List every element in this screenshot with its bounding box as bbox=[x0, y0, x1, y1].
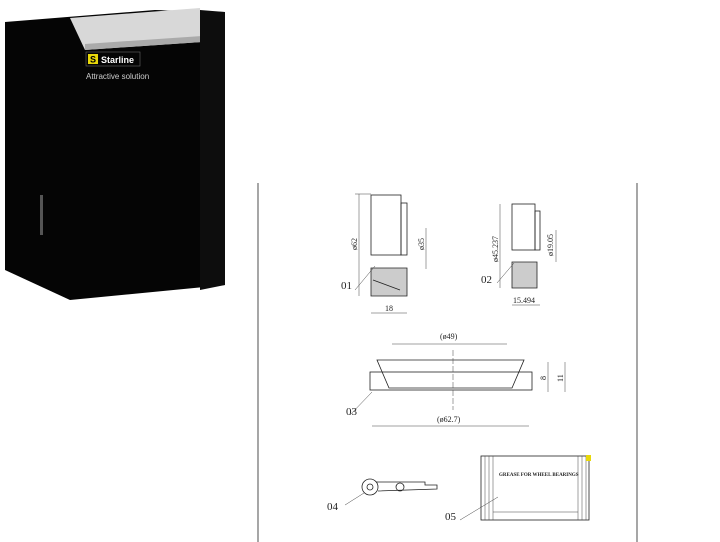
dim-label: ø19.05 bbox=[546, 234, 555, 256]
part-04-drawing: 04 bbox=[327, 478, 438, 513]
part-label: 05 bbox=[445, 511, 457, 523]
dim-label: 11 bbox=[556, 374, 565, 382]
part-02-drawing: ø45.237 ø19.05 15.494 02 bbox=[481, 203, 557, 306]
dim-label: (ø62.7) bbox=[437, 415, 461, 424]
dim-label: 15.494 bbox=[513, 296, 535, 305]
dim-label: ø62 bbox=[350, 238, 359, 250]
part-label: 01 bbox=[341, 280, 352, 292]
part-03-drawing: (ø49) (ø62.7) 11 8 03 bbox=[346, 332, 566, 427]
product-box: S Starline Attractive solution bbox=[5, 8, 225, 300]
starline-logo: S Starline bbox=[85, 51, 141, 67]
grease-label: GREASE FOR WHEEL BEARINGS bbox=[499, 473, 579, 478]
brand-tagline: Attractive solution bbox=[86, 72, 149, 81]
dim-label: ø35 bbox=[417, 238, 426, 250]
part-label: 04 bbox=[327, 501, 339, 513]
part-label: 02 bbox=[481, 274, 492, 286]
dim-label: ø45.237 bbox=[491, 236, 500, 262]
dim-label: (ø49) bbox=[440, 332, 458, 341]
part-01-drawing: ø62 ø35 18 01 bbox=[341, 193, 427, 314]
brand-name: Starline bbox=[101, 55, 134, 65]
svg-text:S: S bbox=[90, 55, 96, 65]
part-05-drawing: GREASE FOR WHEEL BEARINGS 05 bbox=[445, 455, 591, 523]
part-label: 03 bbox=[346, 406, 358, 418]
dim-label: 18 bbox=[385, 304, 393, 313]
dim-label: 8 bbox=[539, 376, 548, 380]
